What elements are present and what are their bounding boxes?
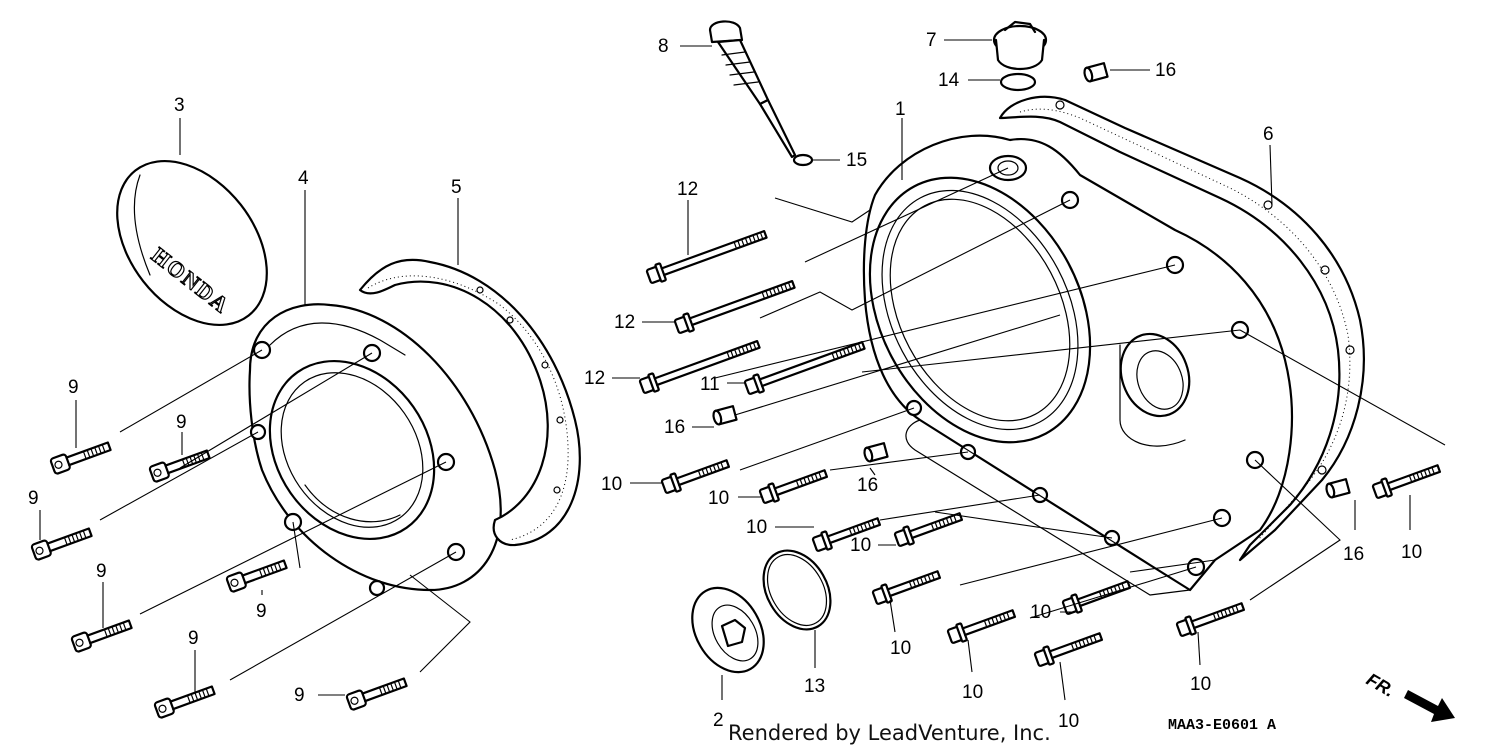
callout-9-e: 9 — [256, 601, 267, 622]
o-ring-part-13 — [762, 549, 832, 631]
callout-8: 8 — [658, 36, 669, 57]
outer-cover-part-4 — [248, 303, 502, 597]
cover-gasket-part-6 — [998, 95, 1365, 562]
cover-part-3: HONDA — [116, 159, 268, 327]
callout-10-d: 10 — [850, 535, 871, 556]
callout-13: 13 — [804, 676, 825, 697]
callout-7: 7 — [926, 30, 937, 51]
diagram-code: MAA3-E0601 A — [1168, 717, 1276, 734]
callout-1: 1 — [895, 99, 906, 120]
callout-16-right: 16 — [1343, 544, 1364, 565]
front-arrow-icon — [1404, 690, 1455, 722]
gasket-part-5 — [358, 258, 581, 547]
callout-16-left: 16 — [664, 417, 685, 438]
callout-9-b: 9 — [176, 412, 187, 433]
callout-10-b: 10 — [708, 488, 729, 509]
callout-6: 6 — [1263, 124, 1274, 145]
callout-5: 5 — [451, 177, 462, 198]
callout-10-c: 10 — [746, 517, 767, 538]
callout-10-j: 10 — [1058, 711, 1079, 732]
callout-9-d: 9 — [96, 561, 107, 582]
callout-3: 3 — [174, 95, 185, 116]
callout-12-mid: 12 — [614, 312, 635, 333]
callout-16-mid: 16 — [857, 475, 878, 496]
crankcase-cover-part-1 — [862, 134, 1293, 596]
callout-9-g: 9 — [294, 685, 305, 706]
plug-part-2 — [691, 586, 765, 674]
callout-4: 4 — [298, 168, 309, 189]
callout-12-top: 12 — [677, 179, 698, 200]
callout-12-low: 12 — [584, 368, 605, 389]
callout-10-g: 10 — [890, 638, 911, 659]
callout-9-c: 9 — [28, 488, 39, 509]
callout-10-i: 10 — [1190, 674, 1211, 695]
callout-16-top: 16 — [1155, 60, 1176, 81]
washer-part-15 — [792, 153, 814, 167]
o-ring-part-14 — [999, 72, 1037, 92]
callout-labels: 3 4 5 1 6 7 14 16 8 15 12 12 12 11 16 10… — [28, 30, 1422, 732]
front-label: FR. — [1363, 669, 1398, 701]
filler-cap-part-7 — [992, 20, 1048, 71]
callout-10-h: 10 — [962, 682, 983, 703]
callout-10-a: 10 — [601, 474, 622, 495]
long-bolts-part-12-11 — [637, 224, 868, 398]
callout-9-f: 9 — [188, 628, 199, 649]
callout-11: 11 — [700, 374, 720, 395]
leader-lines — [39, 39, 1446, 701]
front-direction-indicator: FR. — [1363, 669, 1455, 722]
callout-10-f: 10 — [1030, 602, 1051, 623]
footer-credit: Rendered by LeadVenture, Inc. — [728, 721, 1051, 745]
callout-14: 14 — [938, 70, 960, 91]
callout-10-e: 10 — [1401, 542, 1422, 563]
callout-2: 2 — [713, 710, 724, 731]
dipstick-part-8 — [708, 20, 797, 159]
callout-15: 15 — [846, 150, 867, 171]
callout-9-a: 9 — [68, 377, 79, 398]
